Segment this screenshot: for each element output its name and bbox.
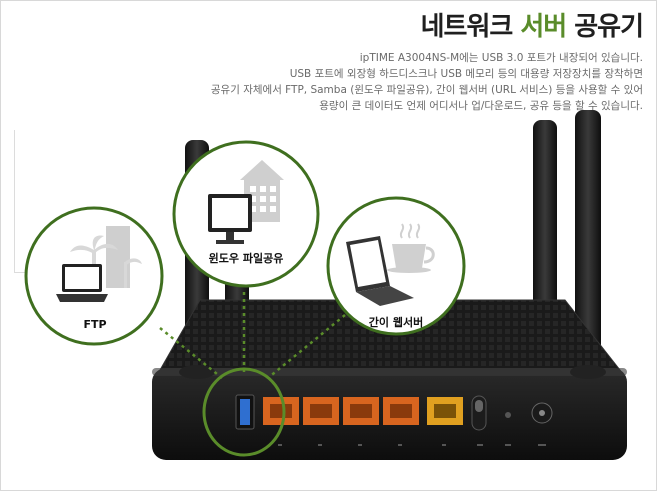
title-rest: 공유기	[566, 12, 644, 42]
antenna	[575, 110, 601, 372]
antenna-base	[570, 365, 606, 379]
lan-port	[343, 397, 379, 425]
description-line: 공유기 자체에서 FTP, Samba (윈도우 파일공유), 간이 웹서버 (…	[210, 84, 643, 96]
lan-port	[383, 397, 419, 425]
description-line: ipTIME A3004NS-M에는 USB 3.0 포트가 내장되어 있습니다…	[359, 52, 643, 64]
page-title: 네트워크 서버 공유기	[420, 6, 644, 43]
power-switch	[471, 395, 487, 431]
wan-port	[427, 397, 463, 425]
description-line: USB 포트에 외장형 하드디스크나 USB 메모리 등의 대용량 저장장치를 …	[289, 68, 643, 80]
building-windows	[250, 186, 276, 212]
port-markings	[278, 444, 546, 446]
laptop-icon	[56, 264, 108, 302]
coffee-cup-icon	[387, 223, 435, 273]
reset-button	[505, 412, 511, 418]
ftp-label: FTP	[83, 318, 107, 331]
description: ipTIME A3004NS-M에는 USB 3.0 포트가 내장되어 있습니다…	[173, 50, 643, 114]
description-line: 용량이 큰 데이터도 언제 어디서나 업/다운로드, 공유 등을 할 수 있습니…	[319, 100, 643, 112]
antenna	[533, 120, 557, 310]
guide-line	[14, 130, 15, 272]
lan-port	[303, 397, 339, 425]
samba-bubble	[172, 140, 320, 288]
connector-line	[267, 314, 346, 379]
title-main: 네트워크	[420, 12, 521, 42]
monitor-icon	[208, 194, 252, 244]
ftp-bubble	[24, 206, 164, 346]
title-accent: 서버	[520, 12, 567, 42]
samba-label: 윈도우 파일공유	[208, 252, 284, 265]
dc-jack	[531, 402, 553, 424]
laptop-icon	[346, 236, 414, 306]
usb-port	[235, 394, 255, 430]
webserver-label: 간이 웹서버	[368, 316, 424, 329]
webserver-bubble	[326, 196, 466, 336]
antenna-base	[179, 365, 215, 379]
lan-port	[263, 397, 299, 425]
